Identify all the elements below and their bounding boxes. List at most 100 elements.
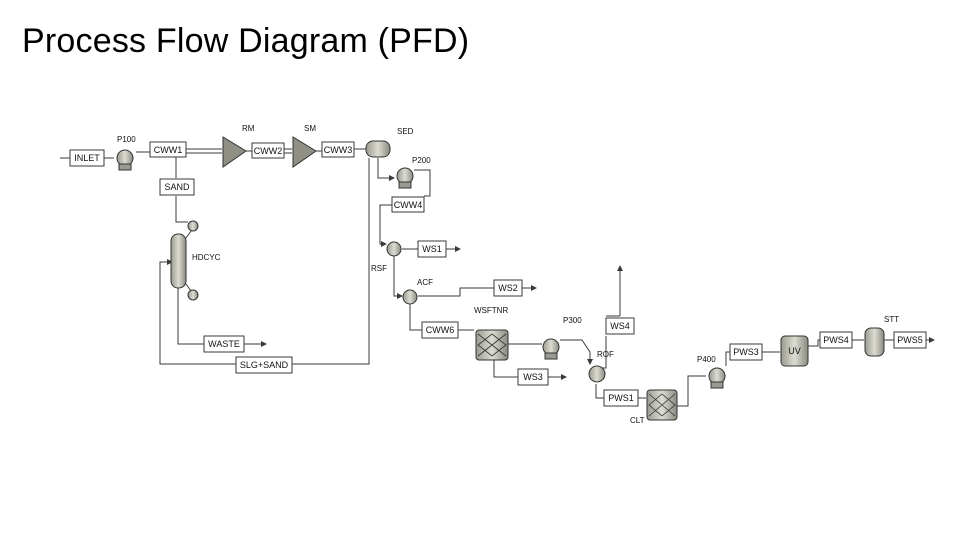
svg-text:CWW6: CWW6 [426, 325, 455, 335]
splitter-icon [292, 136, 317, 168]
pump-p200[interactable]: P200 [396, 156, 431, 189]
pump-p100[interactable]: P100 [116, 135, 136, 171]
svg-text:PWS4: PWS4 [823, 335, 849, 345]
stream-cww3[interactable]: CWW3 [321, 141, 355, 158]
vessel-icon [780, 335, 809, 367]
unit-label-p100: P100 [117, 135, 136, 144]
mixer-icon [222, 136, 247, 168]
unit-label-p400: P400 [697, 355, 716, 364]
filter-icon [402, 289, 418, 305]
stream-slg-sand[interactable]: SLG+SAND [235, 356, 293, 374]
svg-text:WS3: WS3 [523, 372, 543, 382]
stream-cww4[interactable]: CWW4 [391, 196, 425, 213]
reboiler-icon [187, 289, 199, 301]
cww1-to-rm-line [186, 148, 222, 154]
sed-to-p200-line [377, 158, 395, 181]
clt-to-p400-line [676, 375, 706, 407]
wsftnr-to-ws3-line [493, 360, 518, 378]
stream-inlet[interactable]: INLET [69, 149, 105, 167]
pump-p400[interactable]: P400 [697, 355, 726, 389]
svg-text:WS1: WS1 [422, 244, 442, 254]
svg-text:WS2: WS2 [498, 283, 518, 293]
sed-to-slgsand-line [292, 158, 370, 365]
p400-to-pws3-line [725, 351, 730, 366]
uv-label: UV [788, 346, 801, 356]
equipment: P100 RM SM SED P200 [116, 124, 899, 425]
sand-to-hdcyc-line [175, 196, 188, 223]
flow-lines [60, 148, 935, 407]
uv-reactor[interactable]: UV [780, 335, 809, 367]
svg-text:SAND: SAND [164, 182, 190, 192]
svg-text:INLET: INLET [74, 153, 100, 163]
stream-cww1[interactable]: CWW1 [149, 141, 187, 158]
rof-to-pws1-line [595, 384, 604, 399]
mixer-rm[interactable]: RM [222, 124, 255, 168]
filter-icon [588, 365, 606, 383]
hydrocyclone-hdcyc[interactable]: HDCYC [170, 220, 221, 301]
filter-rof[interactable]: ROF [588, 350, 614, 383]
unit-label-p300: P300 [563, 316, 582, 325]
acf-to-cww6-line [409, 304, 422, 331]
unit-label-rsf: RSF [371, 264, 387, 273]
p300-to-rof-line [560, 339, 593, 365]
stream-cww2[interactable]: CWW2 [251, 142, 285, 159]
acf-to-ws2-line [418, 287, 494, 297]
page-title: Process Flow Diagram (PFD) [22, 22, 470, 60]
pump-base-icon [710, 381, 724, 389]
svg-text:CWW4: CWW4 [394, 200, 423, 210]
filter-acf[interactable]: ACF [402, 278, 433, 305]
stream-cww6[interactable]: CWW6 [421, 321, 459, 339]
filter-rsf[interactable]: RSF [371, 241, 402, 273]
softener-wsftnr[interactable]: WSFTNR [474, 306, 509, 361]
cww4-to-rsf-line [379, 204, 392, 247]
svg-text:CWW2: CWW2 [254, 146, 283, 156]
svg-text:WS4: WS4 [610, 321, 630, 331]
stream-labels: INLET CWW1 CWW2 CWW3 SAND CWW4 [69, 141, 927, 407]
stream-ws4[interactable]: WS4 [605, 317, 635, 335]
unit-label-clt: CLT [630, 416, 645, 425]
stream-waste[interactable]: WASTE [203, 335, 245, 353]
stream-sand[interactable]: SAND [159, 178, 195, 196]
pump-p300[interactable]: P300 [542, 316, 582, 360]
column-icon [170, 233, 187, 289]
unit-label-sm: SM [304, 124, 316, 133]
unit-label-rm: RM [242, 124, 255, 133]
stream-ws1[interactable]: WS1 [417, 240, 447, 258]
slgsand-recycle-line [159, 259, 236, 365]
pump-base-icon [398, 181, 412, 189]
stream-pws1[interactable]: PWS1 [603, 389, 639, 407]
svg-text:CWW3: CWW3 [324, 145, 353, 155]
column-connectors [185, 230, 192, 292]
svg-text:PWS1: PWS1 [608, 393, 634, 403]
unit-label-p200: P200 [412, 156, 431, 165]
hdcyc-to-waste-line [177, 288, 204, 345]
stream-ws3[interactable]: WS3 [517, 368, 549, 386]
stream-ws2[interactable]: WS2 [493, 279, 523, 297]
splitter-sm[interactable]: SM [292, 124, 317, 168]
unit-label-acf: ACF [417, 278, 433, 287]
sedimentation-sed[interactable]: SED [365, 127, 414, 158]
unit-label-rof: ROF [597, 350, 614, 359]
cww2-to-sm-line [284, 148, 292, 154]
unit-label-hdcyc: HDCYC [192, 253, 221, 262]
column-clt[interactable]: CLT [630, 389, 678, 425]
packing-icon [648, 393, 676, 417]
svg-text:PWS3: PWS3 [733, 347, 759, 357]
pump-base-icon [544, 352, 558, 360]
rsf-to-acf-line [393, 256, 403, 299]
storage-stt[interactable]: STT [864, 315, 899, 357]
uv-to-pws4-line [808, 339, 820, 347]
unit-label-stt: STT [884, 315, 899, 324]
tank-icon [864, 327, 885, 357]
packing-icon [477, 333, 507, 357]
tank-icon [365, 140, 391, 158]
svg-text:CWW1: CWW1 [154, 145, 183, 155]
condenser-icon [187, 220, 199, 232]
svg-text:WASTE: WASTE [208, 339, 240, 349]
p200-to-cww4-line [414, 169, 431, 197]
stream-pws5[interactable]: PWS5 [893, 331, 927, 349]
stream-pws4[interactable]: PWS4 [819, 331, 853, 349]
stream-pws3[interactable]: PWS3 [729, 343, 763, 361]
